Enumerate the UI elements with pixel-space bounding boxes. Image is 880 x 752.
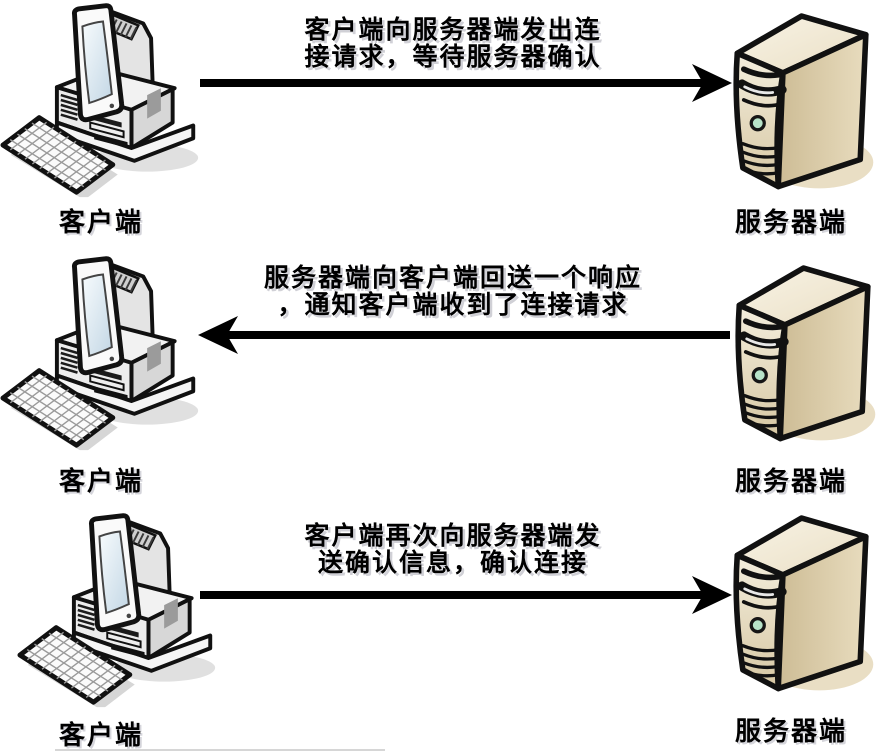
server-tower-icon (700, 6, 877, 205)
step-2-caption-line2: ，通知客户端收到了连接请求 (277, 291, 629, 319)
step-2-caption-line1: 服务器端向客户端回送一个响应 (263, 264, 642, 292)
client-computer-icon (17, 510, 223, 708)
step-1-caption-line2: 接请求，等待服务器确认 (304, 43, 602, 71)
step-3-arrow-right-icon (198, 573, 732, 617)
step-1-arrow-right-icon (198, 61, 732, 105)
step-3-caption-line1: 客户端再次向服务器端发 (304, 522, 602, 550)
step-1-caption: 客户端向服务器端发出连 接请求，等待服务器确认 (218, 17, 688, 71)
step-3-caption-line2: 送确认信息，确认连接 (317, 549, 588, 577)
server-label: 服务器端 (734, 716, 847, 746)
step-2-caption: 服务器端向客户端回送一个响应 ，通知客户端收到了连接请求 (218, 265, 688, 319)
step-1-caption-line1: 客户端向服务器端发出连 (304, 16, 602, 44)
client-label: 客户端 (58, 466, 143, 496)
step-3-caption: 客户端再次向服务器端发 送确认信息，确认连接 (218, 523, 688, 577)
server-label: 服务器端 (734, 466, 847, 496)
server-tower-icon (700, 508, 877, 707)
client-computer-icon (0, 0, 206, 198)
client-label: 客户端 (58, 720, 143, 750)
cropped-artifact-line (55, 749, 385, 751)
client-computer-icon (0, 253, 206, 451)
server-label: 服务器端 (734, 207, 847, 237)
client-label: 客户端 (58, 207, 143, 237)
step-2-arrow-left-icon (198, 313, 732, 357)
server-tower-icon (702, 258, 879, 457)
